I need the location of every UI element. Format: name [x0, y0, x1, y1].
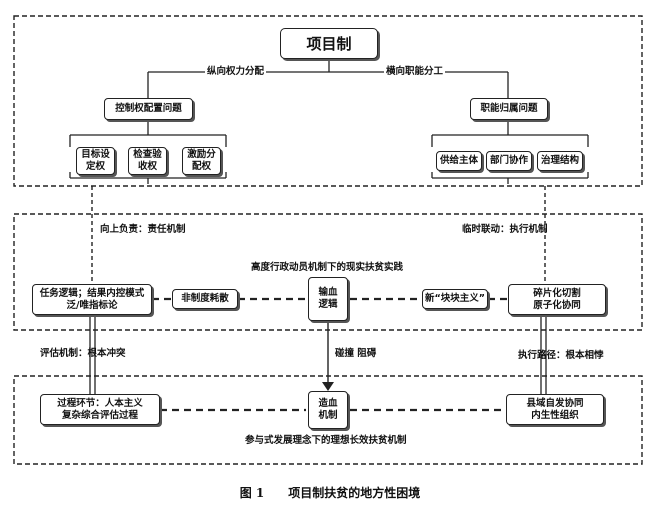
- collision-label: 碰撞 阻碍: [335, 348, 377, 359]
- non-institutional-label: 非制度耗散: [181, 293, 229, 304]
- blood-making-box: 造血 机制: [308, 391, 348, 429]
- blood-making-label: 造血 机制: [318, 398, 338, 421]
- process-label: 过程环节：人本主义 复杂综合评估过程: [57, 397, 143, 421]
- department-collab-box: 部门协作: [486, 151, 532, 171]
- project-system-title: 项目制: [306, 34, 352, 53]
- branch-left-label: 纵向权力分配: [205, 66, 267, 78]
- task-logic-box: 任务逻辑；结果内控模式 泛/唯指标论: [32, 284, 152, 315]
- middle-heading: 高度行政动员机制下的现实扶贫实践: [251, 262, 404, 273]
- project-system-title-box: 项目制: [280, 28, 378, 59]
- function-ownership-label: 职能归属问题: [480, 103, 538, 114]
- governance-structure-box: 治理结构: [537, 151, 583, 171]
- branch-right-label: 横向职能分工: [384, 66, 446, 78]
- inspection-label: 检查验 收权: [133, 149, 162, 172]
- control-allocation-label: 控制权配置问题: [115, 103, 182, 114]
- target-setting-box: 目标设 定权: [76, 147, 115, 175]
- new-block-label: 新“块块主义”: [425, 293, 485, 304]
- task-logic-label: 任务逻辑；结果内控模式 泛/唯指标论: [39, 287, 145, 311]
- fragmented-box: 碎片化切割 原子化协同: [508, 284, 606, 315]
- right-items-bracket: [431, 120, 589, 184]
- function-ownership-box: 职能归属问题: [470, 98, 548, 120]
- upward-responsibility-label: 向上负责：责任机制: [100, 224, 186, 235]
- inspection-box: 检查验 收权: [128, 147, 167, 175]
- county-collab-box: 县域自发协同 内生性组织: [506, 394, 604, 425]
- central-arrow-head: [322, 382, 334, 391]
- incentive-box: 激励分 配权: [182, 147, 221, 175]
- supply-subject-box: 供给主体: [436, 151, 482, 171]
- double-connectors: [89, 315, 547, 394]
- transfusion-logic-box: 输血 逻辑: [308, 277, 348, 321]
- new-block-box: 新“块块主义”: [422, 289, 488, 309]
- governance-structure-label: 治理结构: [540, 155, 579, 166]
- department-collab-label: 部门协作: [489, 155, 528, 166]
- control-allocation-box: 控制权配置问题: [104, 98, 193, 120]
- execution-path-label: 执行路径：根本相悖: [518, 350, 604, 361]
- fragmented-label: 碎片化切割 原子化协同: [533, 287, 581, 311]
- temporary-linkage-label: 临时联动：执行机制: [462, 224, 548, 235]
- top-section-frame: [13, 15, 643, 187]
- bottom-heading: 参与式发展理念下的理想长效扶贫机制: [245, 435, 407, 446]
- cross-section-dashes: [91, 186, 546, 284]
- evaluation-label: 评估机制：根本冲突: [40, 348, 126, 359]
- figure-caption: 图 1 项目制扶贫的地方性困境: [239, 486, 421, 500]
- county-collab-label: 县域自发协同 内生性组织: [526, 397, 584, 421]
- target-setting-label: 目标设 定权: [81, 149, 110, 172]
- supply-subject-label: 供给主体: [439, 155, 478, 166]
- branch-connector: [147, 59, 509, 98]
- non-institutional-box: 非制度耗散: [172, 289, 238, 309]
- process-box: 过程环节：人本主义 复杂综合评估过程: [40, 394, 160, 425]
- left-items-bracket: [69, 120, 227, 184]
- incentive-label: 激励分 配权: [187, 149, 216, 172]
- transfusion-logic-label: 输血 逻辑: [318, 287, 338, 310]
